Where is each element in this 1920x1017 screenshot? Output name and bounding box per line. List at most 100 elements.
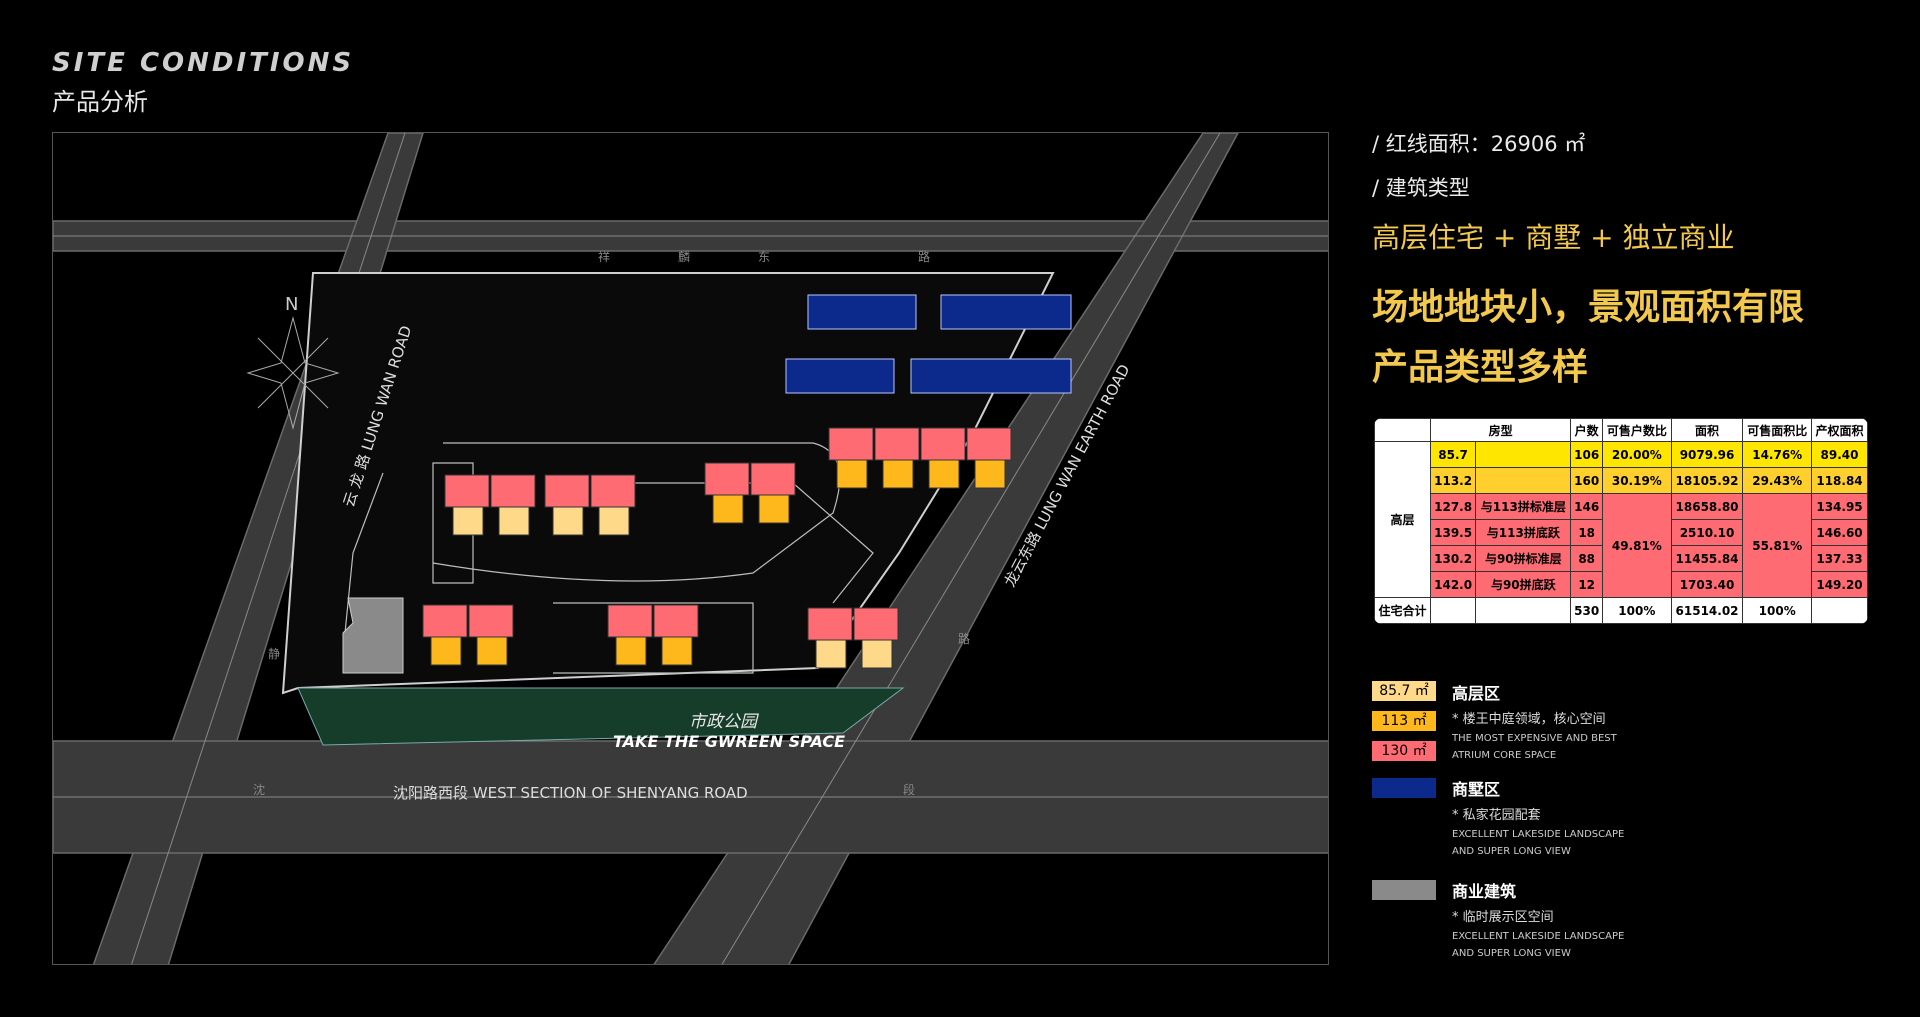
highrise-unit: [615, 636, 647, 666]
road-north-mark-3: 东: [758, 250, 770, 264]
table-cell: 149.20: [1811, 571, 1868, 598]
road-south-mark-2: 段: [903, 782, 915, 797]
highrise-130-unit: [590, 474, 636, 508]
road-north-mark-4: 路: [918, 249, 930, 264]
villa-2: [940, 294, 1072, 330]
table-cell: 146.60: [1811, 519, 1868, 546]
building-type-label: / 建筑类型: [1372, 176, 1470, 200]
table-cell: 106: [1570, 441, 1604, 468]
legend-en-line: ATRIUM CORE SPACE: [1452, 750, 1557, 761]
table-cell: 与90拼底跃: [1475, 571, 1572, 598]
road-south-label: 沈阳路西段 WEST SECTION OF SHENYANG ROAD: [393, 784, 748, 802]
table-cell: 530: [1570, 597, 1604, 624]
highrise-130-unit: [807, 607, 853, 641]
legend-commercial: 商业建筑 * 临时展示区空间 EXCELLENT LAKESIDE LANDSC…: [1372, 878, 1892, 974]
table-cell: 142.0: [1429, 571, 1477, 598]
site-plan-map: N 云 龙 路 LUNG WAN ROAD 龙云东路 LUNG WAN EART…: [52, 132, 1329, 965]
table-cell: 14.76%: [1742, 441, 1813, 468]
table-header-row: 房型 户数 可售户数比 面积 可售面积比 产权面积: [1374, 418, 1868, 442]
highrise-130-unit: [422, 604, 468, 638]
legend-high-title: 高层区: [1452, 684, 1501, 703]
highrise-130-unit: [920, 427, 966, 461]
table-cell: 12: [1570, 571, 1604, 598]
group-cell: 高层: [1374, 441, 1431, 598]
highrise-unit: [598, 506, 630, 536]
table-cell: 1703.40: [1670, 571, 1744, 598]
legend-en-line: AND SUPER LONG VIEW: [1452, 846, 1571, 857]
legend-en-line: AND SUPER LONG VIEW: [1452, 948, 1571, 959]
highrise-unit: [712, 494, 744, 524]
table-cell: 18105.92: [1670, 467, 1744, 494]
villa-blocks: [785, 294, 1072, 394]
table-cell: 住宅合计: [1374, 597, 1431, 624]
table-cell: 139.5: [1429, 519, 1477, 546]
table-cell: 127.8: [1429, 493, 1477, 520]
unit-mix-table: 房型 户数 可售户数比 面积 可售面积比 产权面积 高层 85.7 106 20…: [1374, 418, 1868, 624]
road-east-mark: 路: [958, 631, 970, 646]
highrise-unit: [430, 636, 462, 666]
table-cell: 与90拼标准层: [1475, 545, 1572, 572]
road-north-mark-2: 麟: [678, 249, 690, 264]
road-north-mark-1: 祥: [598, 250, 610, 264]
merged-area-ratio-cell: 55.81%: [1742, 493, 1813, 598]
legend-commercial-sub: * 临时展示区空间: [1452, 910, 1554, 925]
legend-en-line: EXCELLENT LAKESIDE LANDSCAPE: [1452, 829, 1625, 840]
swatch-130: 130 ㎡: [1372, 740, 1436, 761]
title-cn: 产品分析: [52, 88, 148, 116]
site-area: / 红线面积：26906 ㎡: [1372, 132, 1586, 156]
table-cell: 113.2: [1429, 467, 1477, 494]
swatch-85: 85.7 ㎡: [1372, 680, 1436, 701]
legend-villa-sub: * 私家花园配套: [1452, 808, 1541, 823]
highrise-unit: [476, 636, 508, 666]
legend: 85.7 ㎡ 113 ㎡ 130 ㎡ 高层区 * 楼王中庭领域，核心空间 THE…: [1372, 680, 1892, 974]
table-cell: 与113拼底跃: [1475, 519, 1572, 546]
table-cell: 137.33: [1811, 545, 1868, 572]
highrise-unit: [661, 636, 693, 666]
legend-high-sub: * 楼王中庭领域，核心空间: [1452, 712, 1606, 727]
highrise-unit: [758, 494, 790, 524]
table-row: 113.2 160 30.19% 18105.92 29.43% 118.84: [1374, 467, 1868, 494]
slogan: 场地地块小，景观面积有限 产品类型多样: [1372, 278, 1892, 398]
legend-en-line: EXCELLENT LAKESIDE LANDSCAPE: [1452, 931, 1625, 942]
site-plan-svg: N 云 龙 路 LUNG WAN ROAD 龙云东路 LUNG WAN EART…: [53, 133, 1328, 964]
table-header: 产权面积: [1811, 418, 1868, 442]
legend-high-rise: 85.7 ㎡ 113 ㎡ 130 ㎡ 高层区 * 楼王中庭领域，核心空间 THE…: [1372, 680, 1892, 776]
highrise-unit: [974, 459, 1006, 489]
table-cell: 2510.10: [1670, 519, 1744, 546]
table-cell: 61514.02: [1670, 597, 1744, 624]
park-label-cn: 市政公园: [689, 712, 760, 732]
table-cell: 11455.84: [1670, 545, 1744, 572]
swatch-commercial: [1372, 880, 1436, 900]
table-header: 可售户数比: [1602, 418, 1672, 442]
highrise-130-unit: [874, 427, 920, 461]
highrise-130-unit: [490, 474, 536, 508]
highrise-unit: [882, 459, 914, 489]
table-cell: [1429, 597, 1477, 624]
table-cell: 160: [1570, 467, 1604, 494]
legend-commercial-title: 商业建筑: [1452, 882, 1517, 901]
table-cell: [1475, 467, 1572, 494]
highrise-130-unit: [704, 462, 750, 496]
highrise-unit: [861, 639, 893, 669]
highrise-unit: [498, 506, 530, 536]
road-south-mark-1: 沈: [253, 782, 265, 797]
merged-ratio-cell: 49.81%: [1602, 493, 1672, 598]
highrise-130-unit: [607, 604, 653, 638]
table-row: 高层 85.7 106 20.00% 9079.96 14.76% 89.40: [1374, 441, 1868, 598]
highrise-130-unit: [653, 604, 699, 638]
table-cell: 130.2: [1429, 545, 1477, 572]
table-cell: 118.84: [1811, 467, 1868, 494]
table-cell: 100%: [1742, 597, 1813, 624]
table-header: 房型: [1429, 418, 1572, 442]
highrise-unit: [815, 639, 847, 669]
highrise-130-unit: [750, 462, 796, 496]
highrise-unit: [928, 459, 960, 489]
highrise-unit: [836, 459, 868, 489]
header: SITE CONDITIONS 产品分析: [52, 48, 354, 117]
commercial-building: [342, 597, 404, 674]
compass-n: N: [285, 294, 298, 315]
highrise-130-unit: [966, 427, 1012, 461]
table-cell: 88: [1570, 545, 1604, 572]
highrise-130-unit: [853, 607, 899, 641]
table-header: 面积: [1670, 418, 1744, 442]
